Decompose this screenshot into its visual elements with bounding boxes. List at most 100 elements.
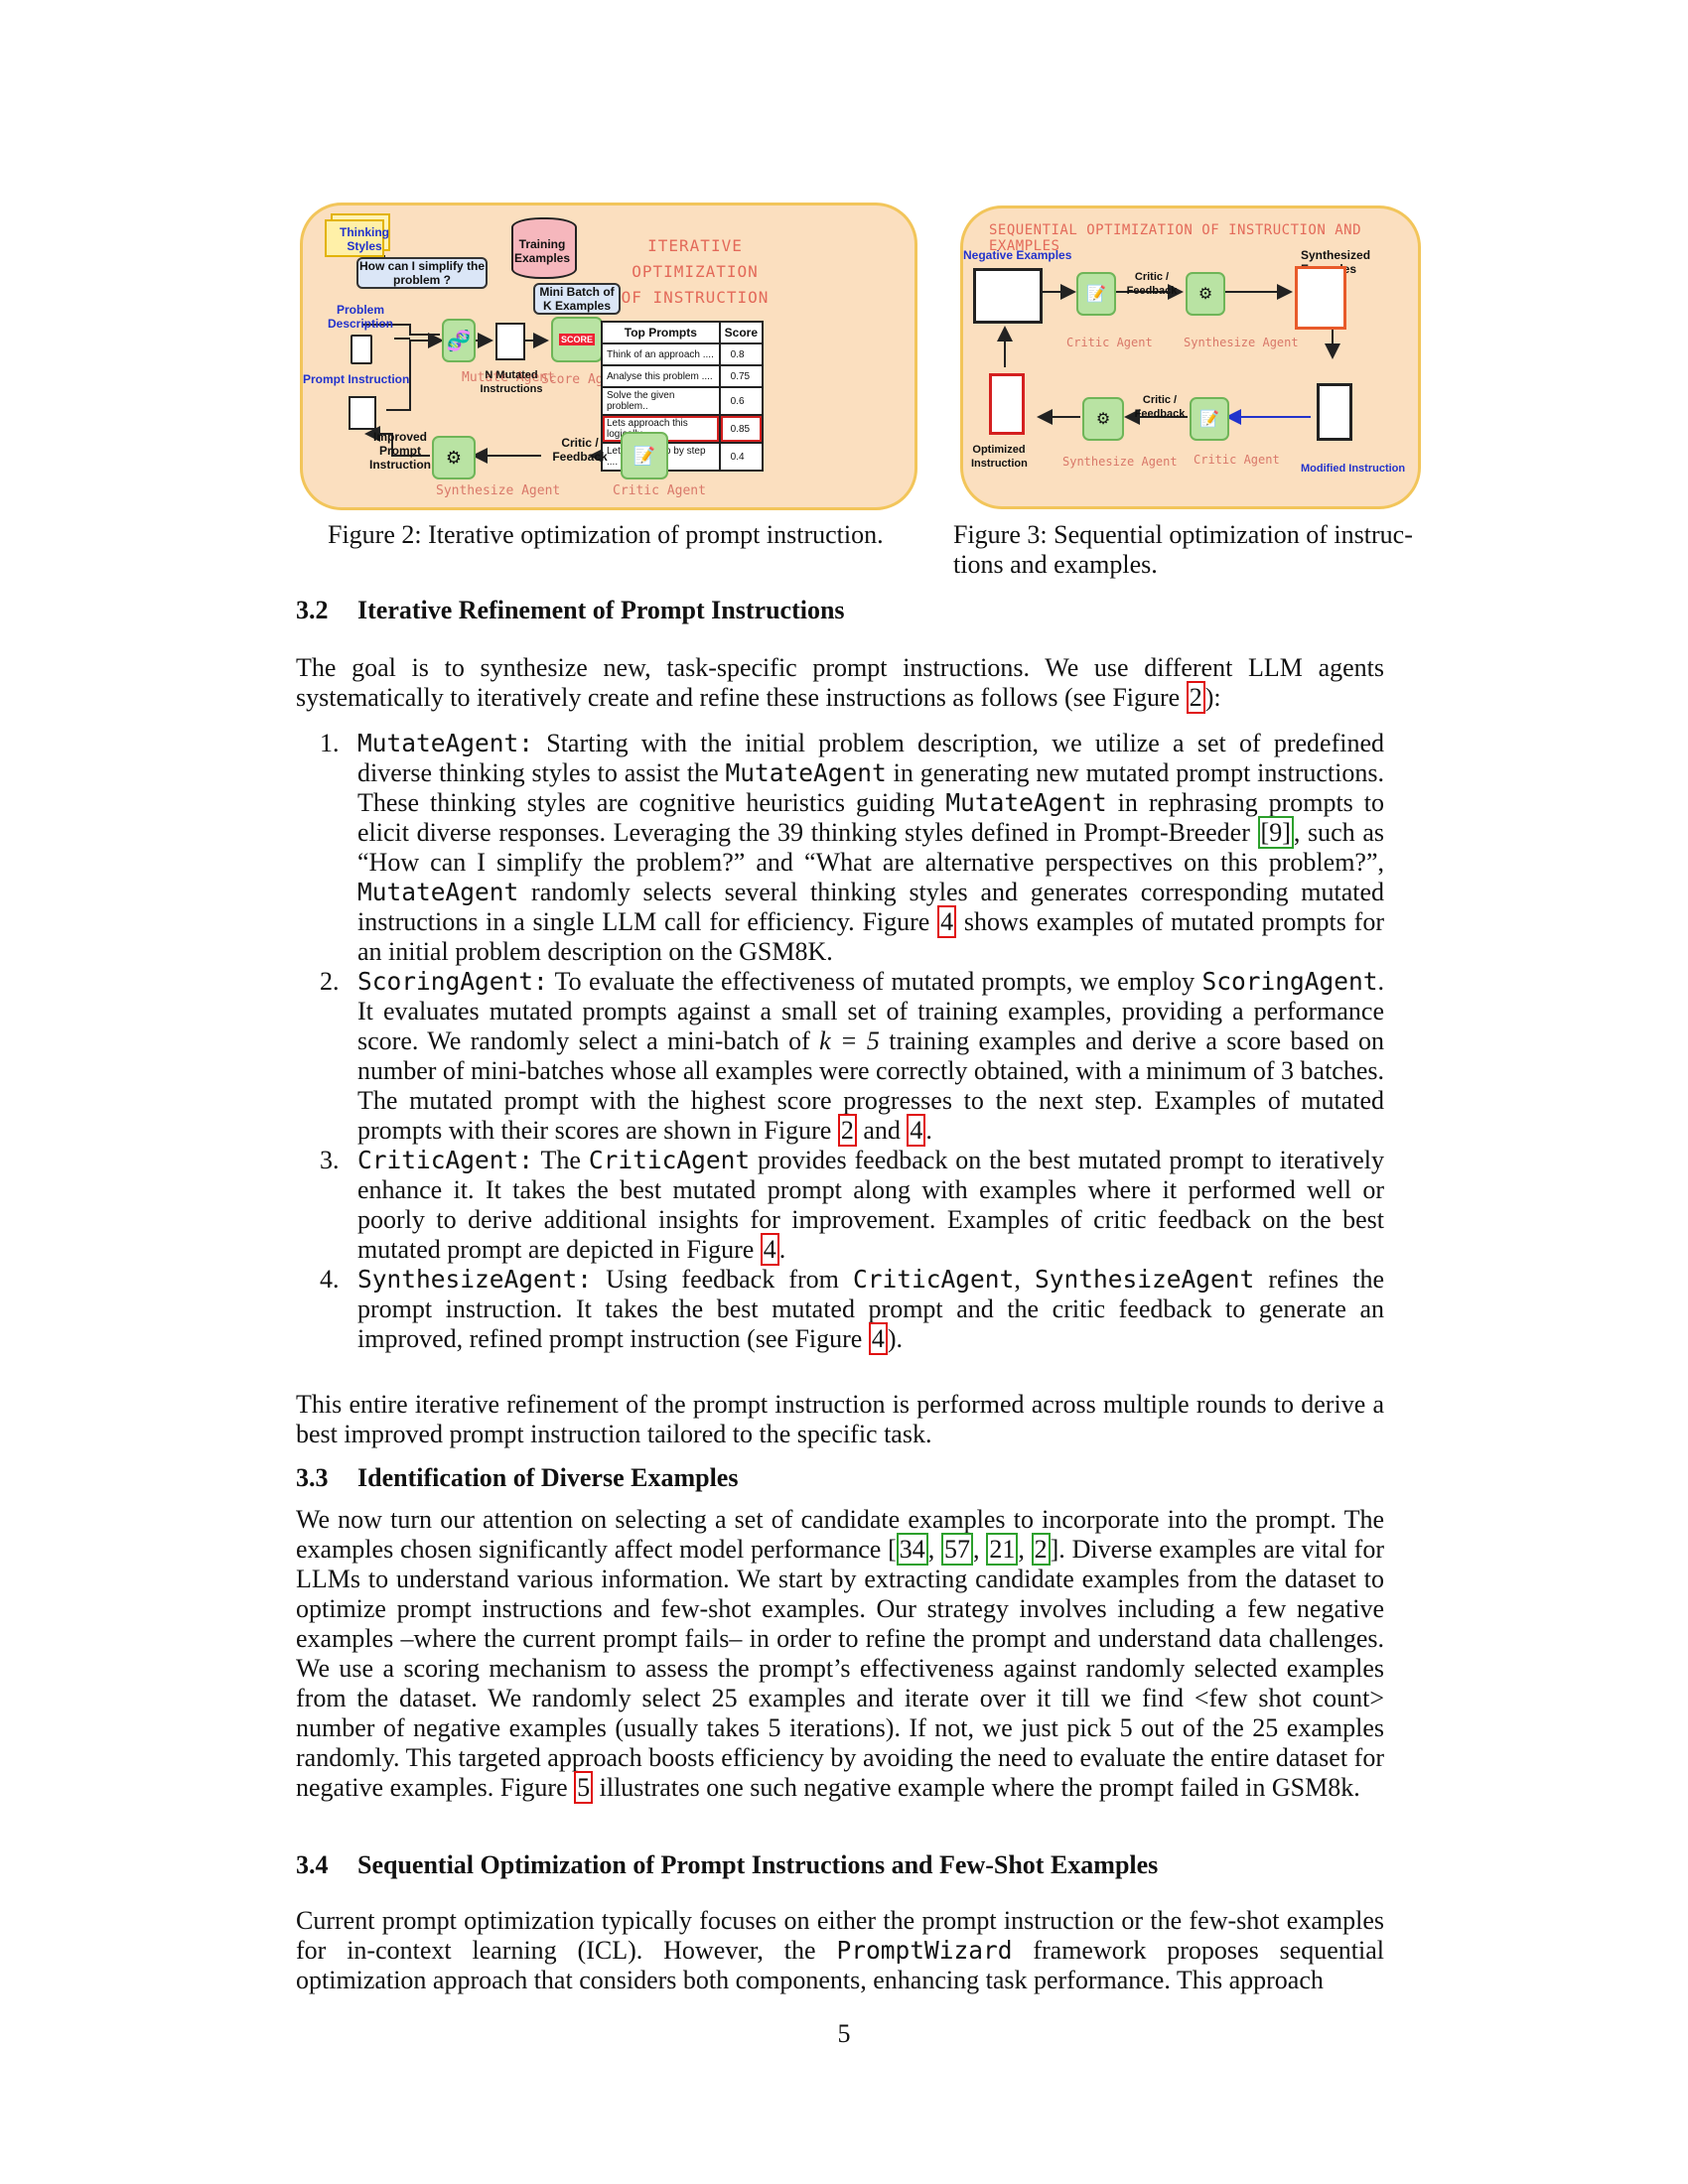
citation-link[interactable]: 2 [1031, 1533, 1051, 1566]
score-badge: SCORE [558, 334, 595, 345]
section-3-2-intro: The goal is to synthesize new, task-spec… [296, 653, 1384, 714]
n-mutated-label: N Mutated Instructions [480, 369, 543, 395]
list-number: 2. [320, 967, 340, 996]
thinking-styles-label: Thinking Styles [340, 225, 389, 253]
training-examples-label: Training Examples [513, 237, 571, 265]
critic-agent-top-icon: 📝 [1076, 272, 1116, 316]
section-3-3-paragraph: We now turn our attention on selecting a… [296, 1505, 1384, 1804]
improved-prompt-label: Improved Prompt Instruction [369, 430, 431, 472]
synthesize-agent-top-label: Synthesize Agent [1184, 336, 1299, 349]
mini-batch-bubble: Mini Batch of K Examples [533, 283, 621, 315]
critic-agent-bottom-icon: 📝 [1190, 397, 1229, 441]
text: The [533, 1146, 589, 1174]
modified-instruction-doc-icon [1317, 383, 1352, 441]
figure-ref-link[interactable]: 2 [1186, 681, 1205, 714]
synthesize-agent-bottom-icon: ⚙ [1082, 397, 1124, 441]
code-term: SynthesizeAgent: [357, 1265, 593, 1294]
citation-link[interactable]: [9] [1257, 816, 1294, 849]
synthesize-agent-bottom-label: Synthesize Agent [1062, 455, 1178, 469]
text: , such as “How can I simplify the proble… [357, 818, 1384, 877]
section-number: 3.4 [296, 1850, 329, 1879]
citation-link[interactable]: 57 [941, 1533, 974, 1566]
critic-feedback-label: Critic / Feedback [552, 436, 608, 464]
table-cell-score: 0.85 [718, 414, 765, 444]
figure-3-caption-line2: tions and examples. [953, 550, 1158, 579]
list-item: 3. CriticAgent: The CriticAgent provides… [320, 1146, 1384, 1266]
figure-ref-link[interactable]: 4 [868, 1322, 888, 1355]
critic-agent-bottom-label: Critic Agent [1194, 453, 1280, 467]
code-term: MutateAgent [945, 788, 1107, 817]
figure-3-sequential-optimization: SEQUENTIAL OPTIMIZATION OF INSTRUCTION A… [960, 205, 1421, 509]
figure-2-caption: Figure 2: Iterative optimization of prom… [328, 520, 884, 549]
synthesize-agent-label: Synthesize Agent [436, 483, 561, 498]
text: Starting with the initial problem descri… [357, 729, 1384, 787]
list-number: 4. [320, 1265, 340, 1294]
code-term: PromptWizard [836, 1936, 1013, 1965]
negative-examples-label: Negative Examples [963, 248, 1072, 262]
code-term: SynthesizeAgent [1034, 1265, 1255, 1294]
database-icon [511, 217, 577, 279]
synthesize-agent-top-icon: ⚙ [1186, 272, 1225, 316]
figure-ref-link[interactable]: 4 [907, 1114, 926, 1147]
list-item: 2. ScoringAgent: To evaluate the effecti… [320, 967, 1385, 1147]
figure-2-iterative-optimization: Thinking Styles How can I simplify the p… [300, 203, 917, 510]
section-number: 3.3 [296, 1463, 329, 1492]
figure-ref-link[interactable]: 5 [574, 1771, 594, 1804]
table-cell-prompt: Think of an approach .... [601, 342, 721, 366]
agent-list: 1. MutateAgent: Starting with the initia… [320, 729, 1385, 1355]
table-row: Analyse this problem ....0.75 [601, 364, 765, 388]
section-3-4-paragraph: Current prompt optimization typically fo… [296, 1906, 1384, 1995]
critic-agent-icon: 📝 [621, 432, 668, 479]
text: . It evaluates mutated prompts against a… [357, 967, 1384, 1055]
mutate-agent-icon: 🧬 [442, 319, 476, 362]
thinking-styles-box-back [325, 219, 384, 257]
critic-feedback-bottom-label: Critic / Feedback [1134, 394, 1186, 420]
table-row: Solve the given problem..0.6 [601, 386, 765, 416]
modified-instruction-label: Modified Instruction [1301, 463, 1406, 475]
figure-3-caption-line1: Figure 3: Sequential optimization of ins… [953, 520, 1413, 549]
table-header-prompts: Top Prompts [601, 321, 721, 344]
critic-agent-top-label: Critic Agent [1066, 336, 1153, 349]
code-term: ScoringAgent [1201, 967, 1378, 996]
table-cell-score: 0.75 [718, 364, 765, 388]
code-term: CriticAgent: [357, 1146, 534, 1174]
text: training examples and derive a score bas… [357, 1026, 1385, 1145]
text: Current prompt optimization typically fo… [296, 1906, 1384, 1965]
critic-agent-label: Critic Agent [613, 483, 706, 498]
list-number: 1. [320, 729, 340, 757]
figure-ref-link[interactable]: 2 [837, 1114, 857, 1147]
list-number: 3. [320, 1146, 340, 1174]
figure-ref-link[interactable]: 4 [760, 1233, 779, 1266]
clipboard-icon [351, 335, 372, 364]
section-3-2-outro: This entire iterative refinement of the … [296, 1390, 1384, 1448]
figure-ref-link[interactable]: 4 [937, 905, 957, 938]
table-cell-prompt: Solve the given problem.. [601, 386, 721, 416]
text: . [925, 1116, 932, 1145]
table-cell-prompt: Analyse this problem .... [601, 364, 721, 388]
table-cell-score: 0.8 [718, 342, 765, 366]
list-item: 4. SynthesizeAgent: Using feedback from … [320, 1265, 1384, 1355]
text: in rephrasing prompts to elicit diverse … [357, 788, 1384, 847]
citation-link[interactable]: 34 [896, 1533, 928, 1566]
table-header-score: Score [718, 321, 765, 344]
optimized-instruction-doc-icon [989, 373, 1025, 435]
code-term: CriticAgent [853, 1265, 1015, 1294]
math: k = 5 [819, 1026, 880, 1055]
critic-feedback-top-label: Critic / Feedback [1126, 271, 1178, 297]
text: ). [887, 1324, 903, 1353]
table-cell-score: 0.4 [718, 442, 765, 472]
text: refines the prompt instruction. It takes… [357, 1265, 1384, 1353]
figure-3-arrows [997, 284, 1340, 425]
text: We now turn our attention on selecting a… [296, 1505, 1384, 1564]
synthesized-examples-doc-icon [1295, 266, 1346, 330]
citation-link[interactable]: 21 [986, 1533, 1019, 1566]
text: randomly selects several thinking styles… [357, 878, 1384, 936]
text: illustrates one such negative example wh… [593, 1773, 1360, 1802]
synthesize-agent-icon: ⚙ [432, 436, 476, 479]
sequential-title: SEQUENTIAL OPTIMIZATION OF INSTRUCTION A… [989, 222, 1362, 254]
text: Using feedback from [592, 1265, 854, 1294]
document-icon [349, 396, 376, 430]
section-title: Sequential Optimization of Prompt Instru… [357, 1850, 1159, 1879]
